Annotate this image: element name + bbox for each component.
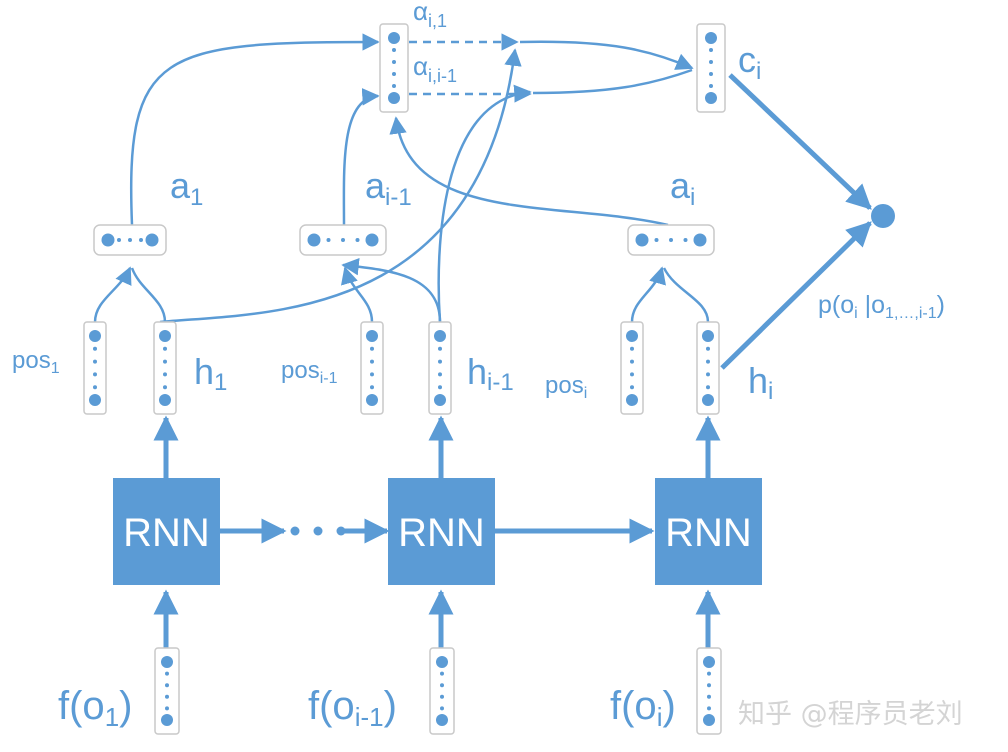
input-label-fi1: f(oi-1) <box>308 684 397 732</box>
vector-f1 <box>154 647 180 735</box>
hi-to-ai-arrow <box>662 267 710 323</box>
rnn-cell-1: RNN <box>113 478 220 585</box>
hi1-to-sum-arrow <box>437 84 532 323</box>
vector-a1 <box>93 224 167 256</box>
sum-to-ci-arrow-1 <box>519 40 694 70</box>
hidden-label-hi1: hi-1 <box>467 351 514 396</box>
hidden-label-h1: h1 <box>194 351 227 396</box>
vector-fi <box>696 647 722 735</box>
vector-pos1 <box>83 321 107 415</box>
hidden-label-hi: hi <box>748 360 773 405</box>
vector-hi <box>696 321 720 415</box>
rnn-label-3: RNN <box>665 511 752 555</box>
posi-to-ai-arrow <box>630 266 666 323</box>
alpha-label-ii1: αi,i-1 <box>413 51 457 86</box>
attention-label-ai1: ai-1 <box>365 165 412 211</box>
rnn-ellipsis <box>290 526 346 536</box>
attention-label-a1: a1 <box>170 165 203 211</box>
pos1-to-a1-arrow <box>93 266 132 323</box>
pos-label-1: pos1 <box>12 347 60 377</box>
vector-posi <box>620 321 644 415</box>
posi1-to-ai1-arrow <box>341 266 374 323</box>
sum-to-ci-arrow-2 <box>532 68 693 95</box>
output-node <box>871 204 895 228</box>
ai-to-alpha-column-arrow <box>389 116 669 227</box>
input-label-fi: f(oi) <box>610 684 676 732</box>
vector-ci <box>696 23 726 113</box>
vector-fi1 <box>429 647 455 735</box>
attention-label-ai: ai <box>670 165 695 211</box>
rnn-cell-3: RNN <box>655 478 762 585</box>
rnn-label-1: RNN <box>123 511 210 555</box>
vector-ai1 <box>299 224 387 256</box>
output-probability-label: p(oi |o1,…,i-1) <box>818 291 945 322</box>
ai1-to-alpha-ii1-arrow <box>342 88 380 226</box>
h1-to-sum-arrow <box>159 48 522 324</box>
vector-alpha <box>379 23 409 113</box>
vector-posi1 <box>360 321 384 415</box>
vector-h1 <box>153 321 177 415</box>
a1-to-alpha-i1-arrow <box>130 33 380 226</box>
vector-ai <box>627 224 715 256</box>
rnn-label-2: RNN <box>398 511 485 555</box>
ci-to-output-arrow <box>728 73 872 210</box>
watermark-text: 知乎 @程序员老刘 <box>738 699 963 730</box>
hi-to-output-arrow <box>720 221 872 370</box>
connections <box>93 33 872 648</box>
input-label-f1: f(o1) <box>58 684 132 732</box>
pos-label-i: posi <box>545 372 587 402</box>
hi1-to-ai1-arrow <box>341 257 442 323</box>
rnn-cell-2: RNN <box>388 478 495 585</box>
vector-hi1 <box>428 321 452 415</box>
pos-label-i1: posi-1 <box>281 357 338 387</box>
alpha-label-i1: αi,1 <box>413 0 447 31</box>
context-label-ci: ci <box>738 39 761 85</box>
h1-to-a1-arrow <box>130 267 167 323</box>
